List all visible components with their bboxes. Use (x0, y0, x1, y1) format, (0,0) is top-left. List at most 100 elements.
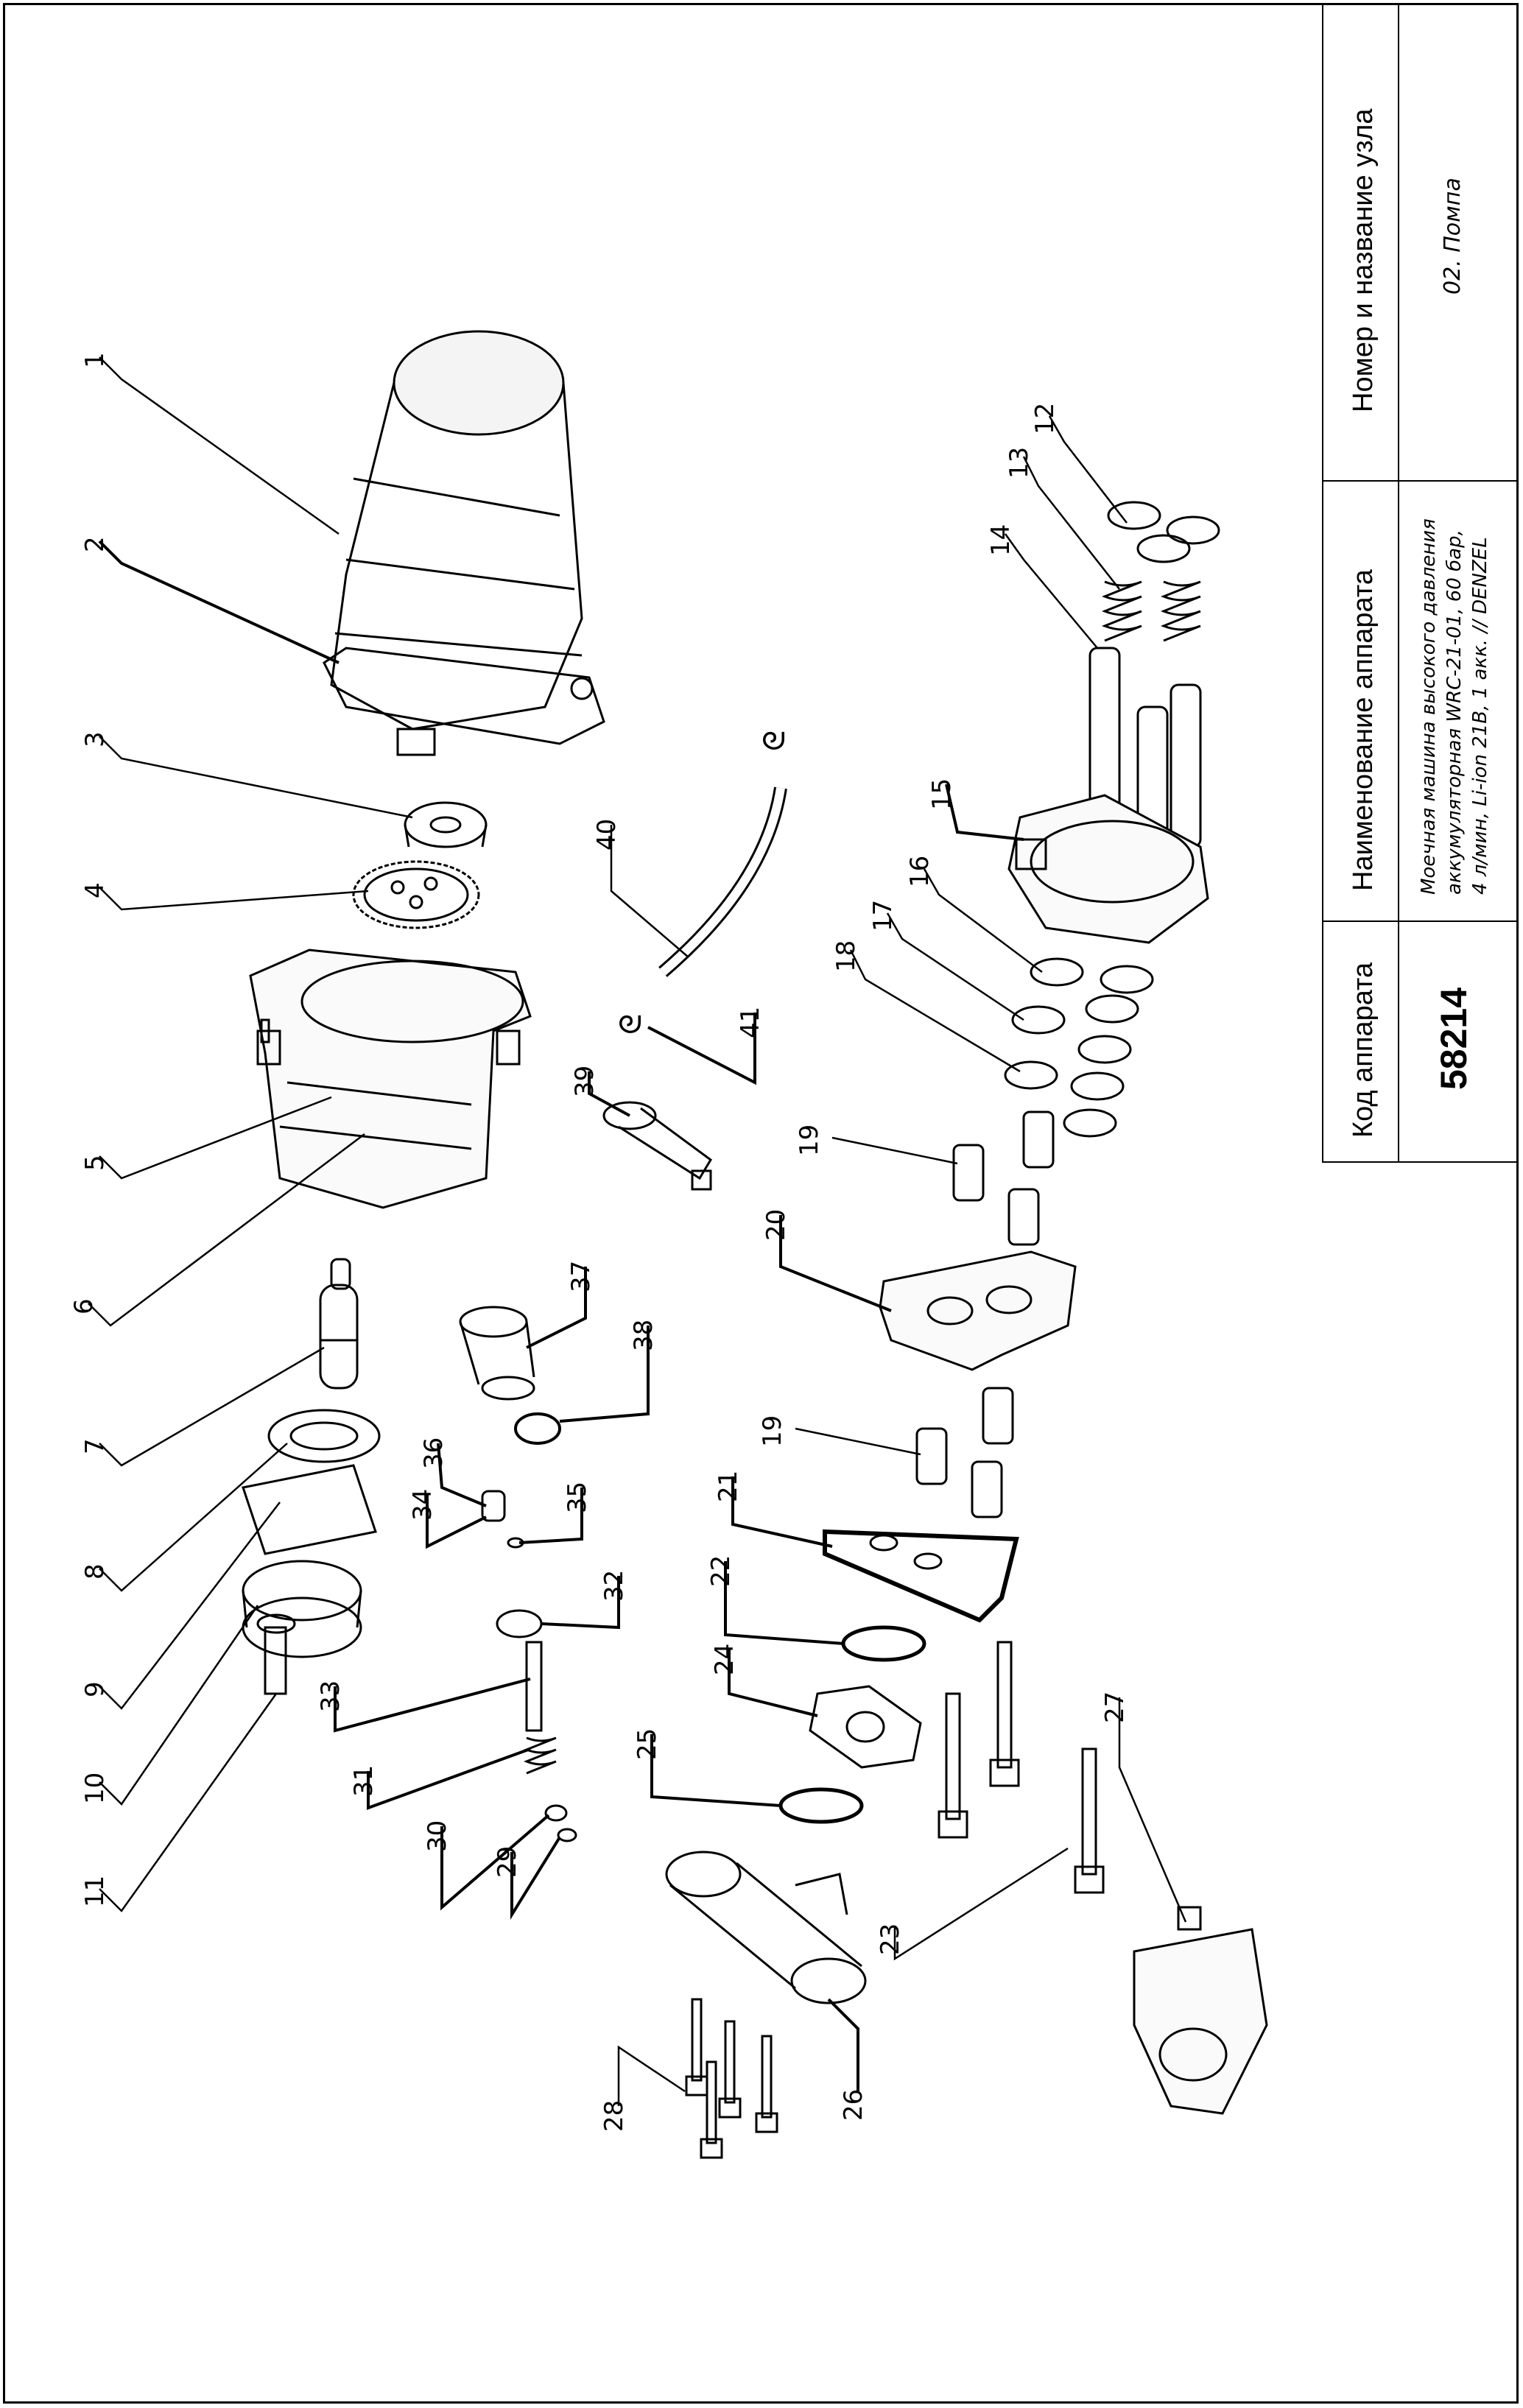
callout-number: 27 (1100, 1691, 1130, 1723)
callout-number: 39 (570, 1066, 599, 1097)
bypass-valve-part (496, 1609, 577, 1842)
hose-part (658, 786, 787, 977)
callout-number: 26 (839, 2089, 868, 2121)
leader-line (518, 1488, 583, 1544)
leader-line (886, 912, 1024, 1021)
leader-line (1022, 456, 1120, 590)
callout-number: 25 (633, 1728, 662, 1760)
callout-number: 19 (758, 1415, 787, 1447)
leader-line (541, 1576, 620, 1630)
node-header: Номер и название узла (1348, 108, 1379, 412)
leader-line (1004, 533, 1098, 649)
leader-line (1048, 415, 1128, 524)
pump-housing-part (249, 948, 532, 1209)
callout-number: 41 (736, 1007, 765, 1038)
callout-number: 3 (80, 731, 110, 747)
leader-line (99, 736, 413, 819)
valve-spring-part (1088, 501, 1220, 870)
unloader-valve-part (602, 1101, 712, 1191)
bearing-part (404, 801, 488, 848)
leader-line (650, 1734, 781, 1807)
leader-line (99, 1346, 325, 1467)
leader-line (849, 949, 1021, 1073)
leader-line (99, 1502, 281, 1710)
title-block-row-divider (1322, 920, 1519, 922)
leader-line (647, 1013, 756, 1085)
code-value: 58214 (1433, 987, 1474, 1090)
clip-glyph: ᘓ (759, 731, 791, 751)
callout-number: 35 (563, 1482, 592, 1513)
housing-bolt-part (260, 1018, 270, 1043)
node-value: 02. Помпа (1440, 177, 1466, 295)
motor-part (323, 330, 605, 756)
leader-line (99, 1096, 332, 1180)
title-block-divider (1398, 3, 1399, 1163)
screw-set-part (685, 1998, 778, 2159)
code-header: Код аппарата (1348, 962, 1379, 1138)
callout-number: 2 (80, 536, 110, 552)
title-block-row-divider (1322, 480, 1519, 482)
pressure-valve-part (481, 1490, 524, 1549)
o-ring-part (514, 1412, 561, 1445)
callout-number: 1 (80, 352, 110, 368)
callout-number: 22 (706, 1555, 736, 1587)
leader-line (893, 1847, 1069, 1961)
clip-glyph: ᘓ (615, 1014, 647, 1035)
o-ring-part (778, 1787, 864, 1824)
leader-line (99, 1693, 278, 1912)
leader-line (945, 784, 1024, 841)
name-header: Наименование аппарата (1348, 569, 1379, 891)
seal-set-part (1004, 957, 1154, 1138)
leader-line (426, 1495, 487, 1549)
callout-number: 10 (80, 1772, 110, 1804)
callout-number: 38 (629, 1320, 658, 1351)
callout-number: 21 (714, 1471, 743, 1502)
callout-number: 28 (599, 2100, 629, 2132)
callout-number: 13 (1005, 447, 1034, 479)
callout-number: 9 (80, 1681, 110, 1697)
callout-number: 36 (419, 1437, 449, 1469)
leader-line (88, 1133, 365, 1327)
leader-line (559, 1326, 650, 1423)
leader-line (827, 1998, 859, 2091)
leader-line (367, 1747, 531, 1810)
exploded-parts-view: ᘓ ᘓ (69, 330, 1268, 2159)
callout-number: 15 (927, 778, 957, 810)
leader-line (334, 1677, 531, 1733)
callout-number: 30 (423, 1820, 452, 1852)
callout-number: 18 (831, 940, 861, 972)
callout-number: 5 (80, 1155, 110, 1171)
leader-line (440, 1814, 550, 1911)
callout-number: 32 (599, 1570, 629, 1602)
name-value-line-1: Моечная машина высокого давления (1418, 518, 1440, 895)
cap-part (459, 1306, 535, 1401)
leader-line (98, 540, 340, 664)
callout-number: 7 (80, 1438, 110, 1454)
battery-holder-part (1133, 1906, 1268, 2115)
leader-line (510, 1836, 561, 1921)
leader-line (1118, 1697, 1187, 1923)
bolt-set-part (938, 1641, 1105, 1894)
callout-number: 12 (1030, 403, 1060, 434)
outlet-tube-part (665, 1851, 867, 2004)
title-block (1322, 3, 1519, 1163)
leader-line (99, 1605, 259, 1806)
callout-number: 4 (80, 882, 110, 898)
callout-number: 31 (349, 1765, 379, 1797)
leader-line (728, 1650, 818, 1717)
gear-part (352, 860, 480, 929)
leader-line (99, 356, 340, 535)
leader-line (437, 1443, 487, 1507)
leader-line (731, 1476, 833, 1548)
callout-number: 33 (316, 1680, 345, 1712)
callout-number: 34 (408, 1489, 437, 1521)
bearing-assembly-part (242, 1409, 381, 1658)
name-value-line-2: аккумуляторная WRC-21-01, 60 бар, (1443, 529, 1466, 895)
valve-plate-part (879, 1250, 1077, 1371)
cover-plate-part (809, 1685, 922, 1769)
callout-number: 37 (566, 1261, 596, 1292)
gasket-part (823, 1529, 1019, 1623)
callout-number: 23 (876, 1923, 905, 1955)
name-value-line-3: 4 л/мин, Li-ion 21В, 1 акк. // DENZEL (1469, 537, 1491, 895)
leader-line (610, 825, 689, 958)
